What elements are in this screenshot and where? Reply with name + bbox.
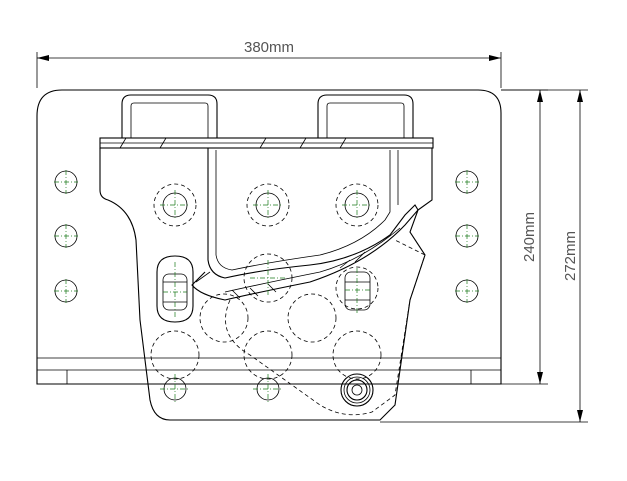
lifting-lugs (121, 94, 414, 138)
width-dimension: 380mm (36, 39, 502, 88)
slot-right (344, 271, 371, 311)
outer-height-dimension-label: 272mm (562, 231, 579, 281)
top-flange (99, 137, 434, 149)
centerlines (54, 170, 479, 404)
backing-plate (36, 89, 502, 385)
width-dimension-label: 380mm (244, 39, 294, 56)
bracket-body (99, 148, 433, 421)
swing-latch (225, 239, 426, 416)
hook-profile (191, 148, 419, 301)
hidden-holes (150, 183, 382, 380)
outer-height-dimension: 272mm (380, 89, 588, 423)
inner-height-dimension-label: 240mm (521, 212, 538, 262)
locking-nut (340, 373, 374, 407)
inner-height-dimension: 240mm (501, 89, 548, 385)
